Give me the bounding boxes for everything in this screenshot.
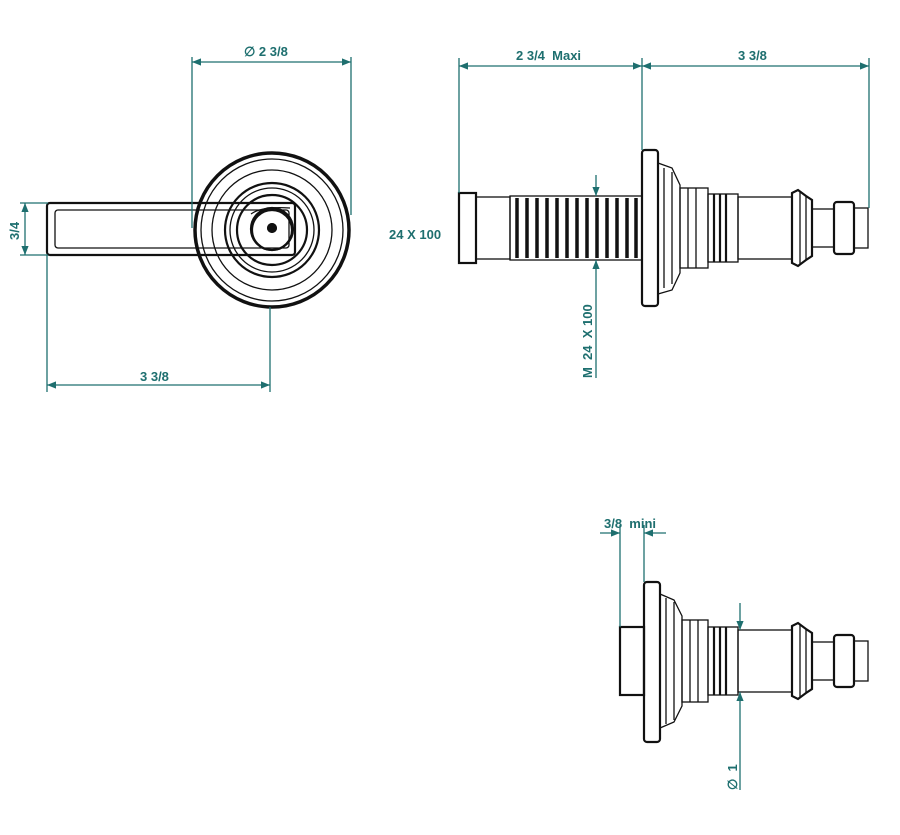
thread-dimension-label: 24 X 100 xyxy=(389,227,441,242)
min-view-dimensions: 3/8 mini ∅ 1 xyxy=(600,516,744,790)
max-length-dimension-label: 2 3/4 Maxi xyxy=(516,48,581,63)
height-dimension-label: 3/4 xyxy=(7,221,22,240)
stem-length-dimension-label: 3 3/8 xyxy=(738,48,767,63)
side-view-cartridge xyxy=(457,148,869,308)
diameter-dimension-label: ∅ 2 3/8 xyxy=(244,44,288,59)
lever-length-dimension-label: 3 3/8 xyxy=(140,369,169,384)
side-view-dimensions: 2 3/4 Maxi 3 3/8 24 X 100 M 24 X 100 xyxy=(389,48,870,378)
top-view-handle xyxy=(45,151,351,309)
top-view-dimensions: ∅ 2 3/8 3/4 3 3/8 xyxy=(7,44,352,392)
min-length-dimension-label: 3/8 mini xyxy=(604,516,656,531)
nut-thread-dimension-label: M 24 X 100 xyxy=(580,304,595,378)
min-view-cartridge xyxy=(618,580,869,744)
min-diameter-dimension-label: ∅ 1 xyxy=(725,764,740,790)
